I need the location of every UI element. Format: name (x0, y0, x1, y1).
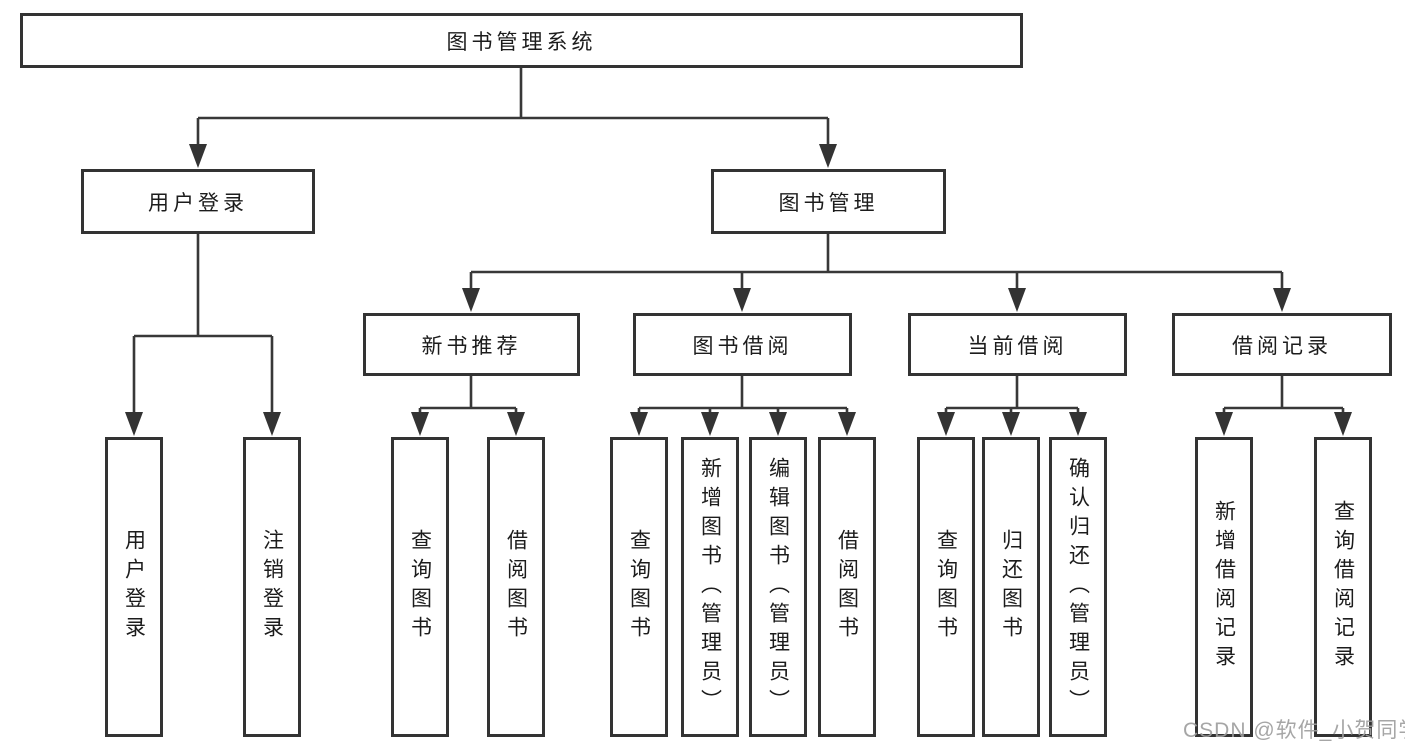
arrowhead (462, 288, 480, 312)
node-book-borrowing: 图书借阅 (633, 313, 852, 376)
connector-bookborrow-to-leaves (630, 376, 856, 436)
connector-userlogin-to-leaves (125, 234, 281, 436)
connector-root-to-level2 (189, 68, 837, 168)
arrowhead (125, 412, 143, 436)
leaf-confirm-return-admin: 确认归还（管理员） (1049, 437, 1107, 737)
node-user-login: 用户登录 (81, 169, 315, 234)
arrowhead (189, 144, 207, 168)
leaf-query-books-borrowing: 查询图书 (610, 437, 668, 737)
arrowhead (819, 144, 837, 168)
leaf-add-borrow-record: 新增借阅记录 (1195, 437, 1253, 737)
arrowhead (630, 412, 648, 436)
arrowhead (1002, 412, 1020, 436)
leaf-edit-books-admin: 编辑图书（管理员） (749, 437, 807, 737)
connector-bookmgmt-to-level3 (462, 234, 1291, 312)
node-new-book-recommendation: 新书推荐 (363, 313, 580, 376)
leaf-return-books: 归还图书 (982, 437, 1040, 737)
node-book-management: 图书管理 (711, 169, 946, 234)
arrowhead (411, 412, 429, 436)
leaf-user-login: 用户登录 (105, 437, 163, 737)
arrowhead (1008, 288, 1026, 312)
node-library-system: 图书管理系统 (20, 13, 1023, 68)
arrowhead (263, 412, 281, 436)
arrowhead (838, 412, 856, 436)
connector-currentborrow-to-leaves (937, 376, 1087, 436)
leaf-query-books-recommend: 查询图书 (391, 437, 449, 737)
leaf-borrow-books-borrowing: 借阅图书 (818, 437, 876, 737)
arrowhead (1069, 412, 1087, 436)
arrowhead (1273, 288, 1291, 312)
leaf-query-books-current: 查询图书 (917, 437, 975, 737)
node-borrowing-records: 借阅记录 (1172, 313, 1392, 376)
leaf-borrow-books-recommend: 借阅图书 (487, 437, 545, 737)
leaf-add-books-admin: 新增图书（管理员） (681, 437, 739, 737)
arrowhead (769, 412, 787, 436)
arrowhead (1334, 412, 1352, 436)
arrowhead (1215, 412, 1233, 436)
connector-newbooks-to-leaves (411, 376, 525, 436)
csdn-watermark: CSDN @软件_小贺同学 (1183, 719, 1405, 742)
arrowhead (733, 288, 751, 312)
leaf-logout: 注销登录 (243, 437, 301, 737)
leaf-query-borrow-record: 查询借阅记录 (1314, 437, 1372, 737)
node-current-borrowing: 当前借阅 (908, 313, 1127, 376)
arrowhead (937, 412, 955, 436)
arrowhead (507, 412, 525, 436)
connector-borrowrecords-to-leaves (1215, 376, 1352, 436)
arrowhead (701, 412, 719, 436)
